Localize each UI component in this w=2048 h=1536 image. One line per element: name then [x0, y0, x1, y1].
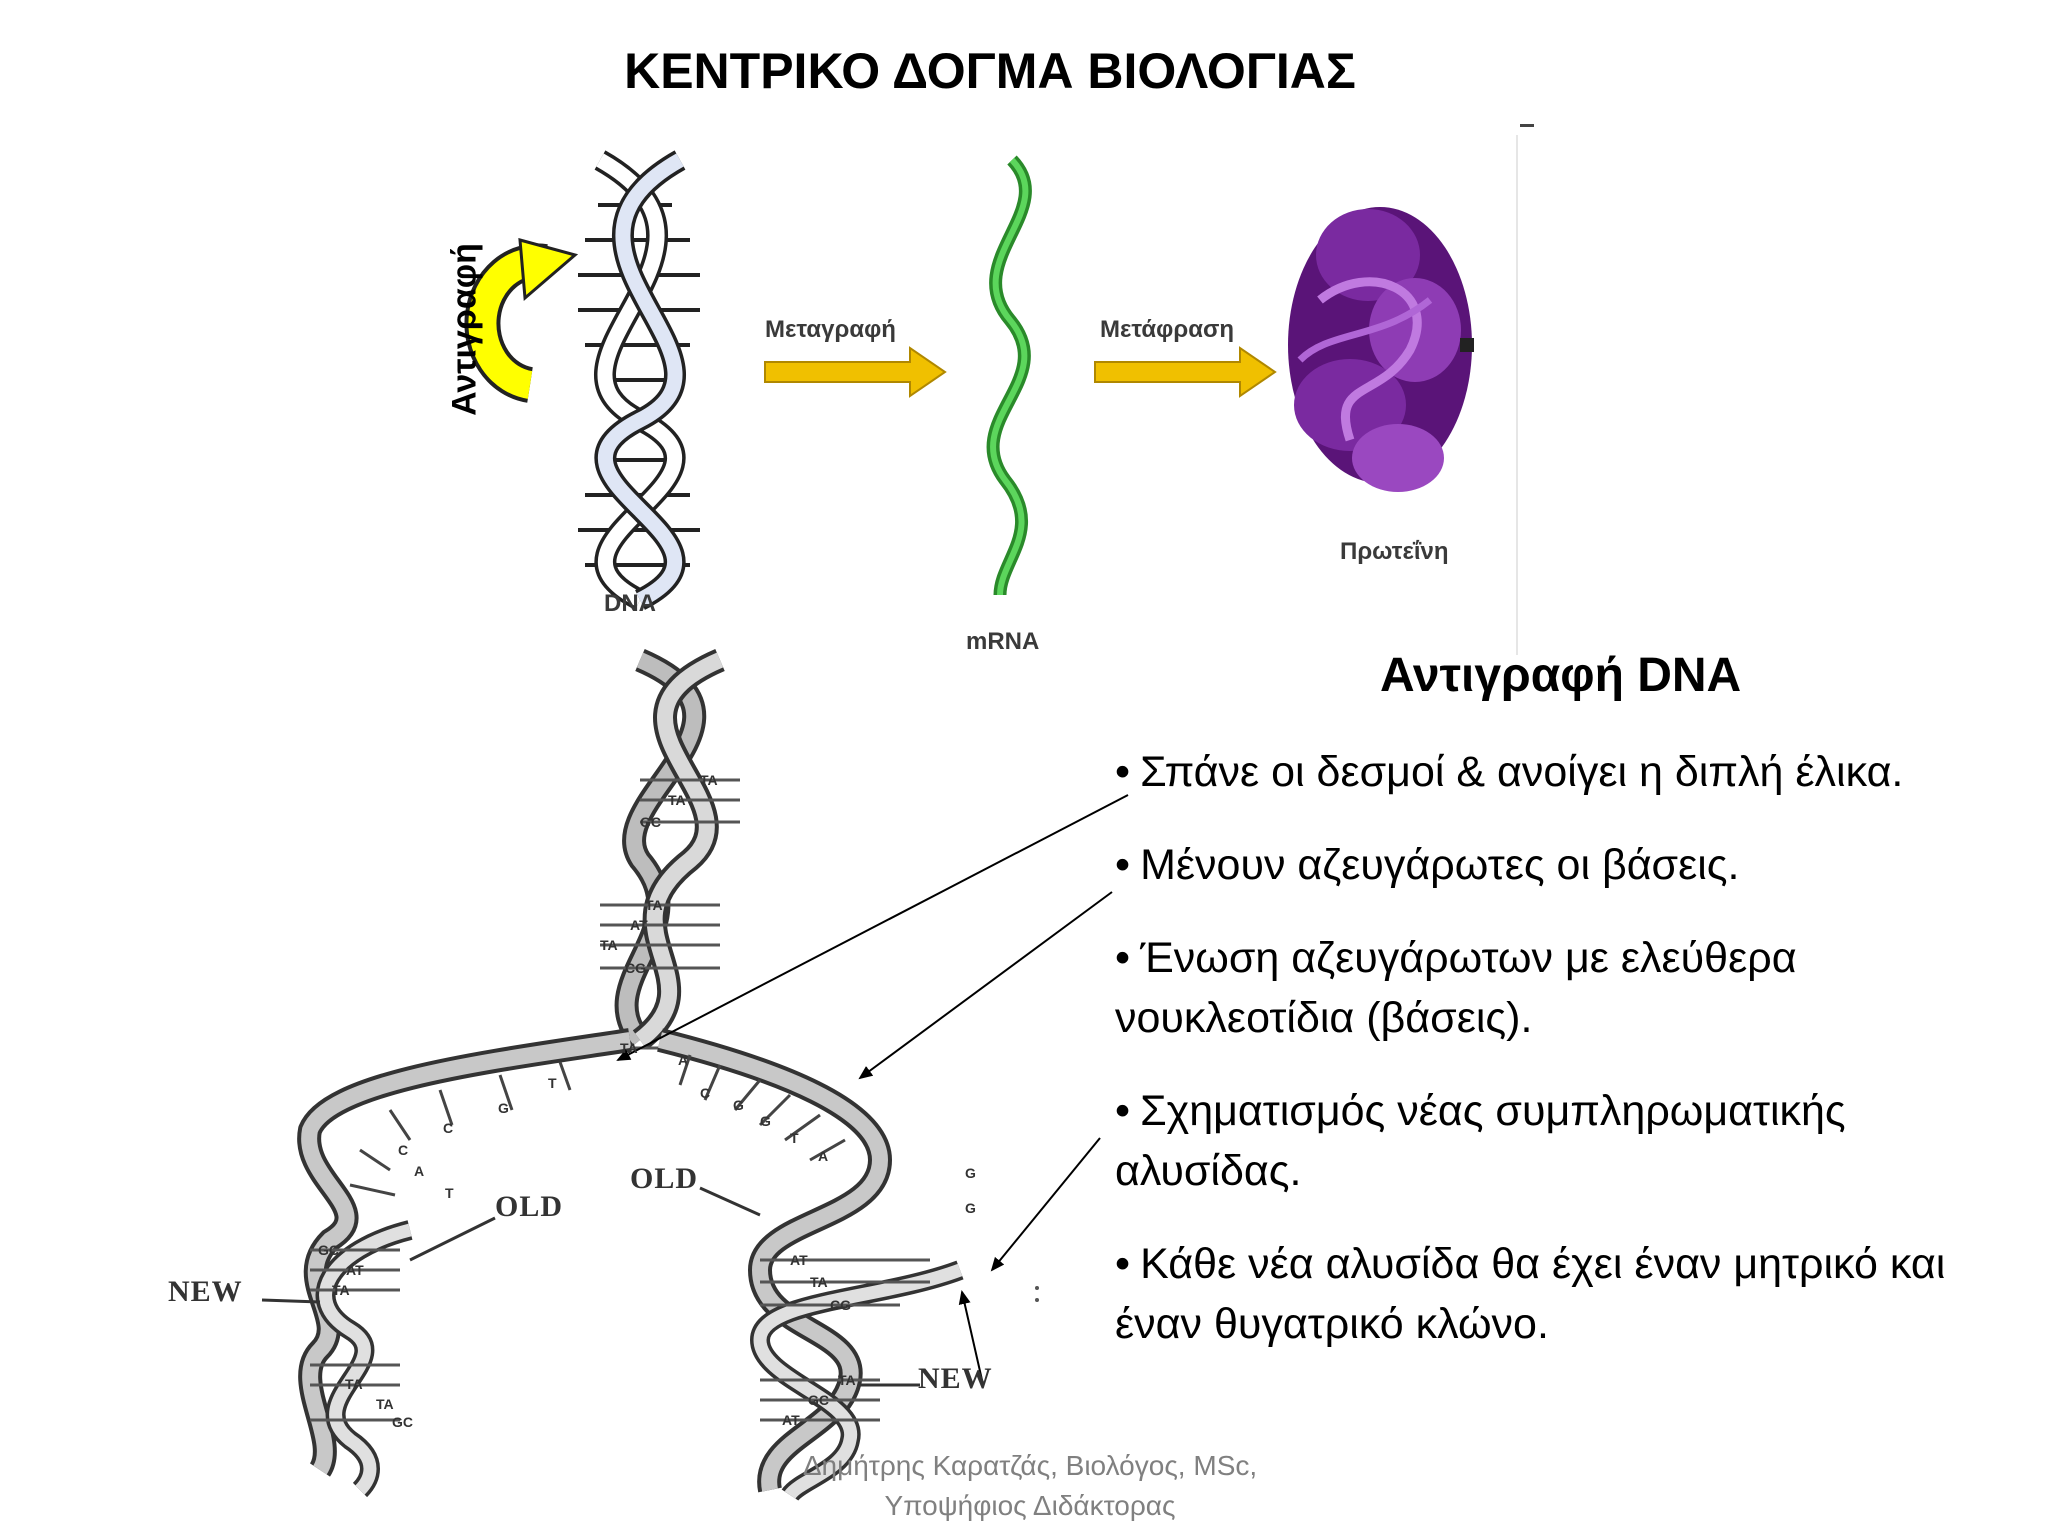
base-pair-label: GC: [640, 814, 661, 830]
base-label-right: G: [965, 1165, 976, 1181]
base-pair-label: TA: [600, 937, 618, 953]
pointer-arrow-2: [858, 891, 1113, 1080]
dot-mark: [1035, 1286, 1039, 1290]
bullet-item: Μένουν αζευγάρωτες οι βάσεις.: [1115, 835, 2035, 895]
replication-label: Αντιγραφή: [445, 243, 484, 416]
bullet-item: Κάθε νέα αλυσίδα θα έχει έναν μητρικό κα…: [1115, 1234, 2035, 1354]
lower-pair-label: GC: [318, 1242, 339, 1258]
base-label-left: G: [498, 1100, 509, 1116]
protein-structure: [1288, 207, 1474, 492]
replication-arrow: [464, 237, 579, 403]
base-label-left: T: [548, 1075, 557, 1091]
lower-pair-label: CG: [830, 1297, 851, 1313]
dna-helix: [578, 150, 700, 610]
base-label-right: T: [790, 1130, 799, 1146]
replication-bullet-list: Σπάνε οι δεσμοί & ανοίγει η διπλή έλικα.…: [1115, 742, 2035, 1387]
old-strand-label-left: OLD: [495, 1190, 564, 1223]
base-label-left: C: [398, 1142, 409, 1158]
base-label-right: A: [678, 1052, 689, 1068]
dna-label: DNA: [604, 590, 656, 617]
base-label-right: C: [700, 1085, 711, 1101]
old-strand-label-right: OLD: [630, 1162, 699, 1195]
lower-pair-label: TA: [345, 1376, 363, 1392]
footer-line-1: Δημήτρης Καρατζάς, Βιολόγος, MSc,: [802, 1450, 1258, 1481]
pointer-arrows: [616, 794, 1129, 1381]
footer-credit: Δημήτρης Καρατζάς, Βιολόγος, MSc, Υποψήφ…: [700, 1446, 1360, 1526]
lower-pair-label: TA: [838, 1372, 856, 1388]
base-pair-label: CG: [625, 960, 646, 976]
pointer-arrow-4: [958, 1290, 983, 1381]
mrna-label: mRNA: [966, 628, 1040, 655]
protein-label: Πρωτεΐνη: [1340, 538, 1449, 565]
replication-label-box: Αντιγραφή: [445, 230, 485, 430]
base-label-left: C: [443, 1120, 454, 1136]
translation-arrow: [1094, 346, 1277, 398]
replication-heading: Αντιγραφή DNA: [1380, 649, 1742, 702]
lower-rungs: [310, 1248, 930, 1422]
lower-pair-label: AT: [346, 1262, 364, 1278]
base-label-left: T: [445, 1185, 454, 1201]
transcription-label: Μεταγραφή: [765, 316, 896, 343]
bullet-text: Κάθε νέα αλυσίδα θα έχει έναν μητρικό κα…: [1115, 1240, 1946, 1348]
lower-pair-label: TA: [332, 1282, 350, 1298]
slide-title: ΚΕΝΤΡΙΚΟ ΔΟΓΜΑ ΒΙΟΛΟΓΙΑΣ: [624, 43, 1356, 99]
base-pair-label: TA: [668, 792, 686, 808]
new-strand-label-left: NEW: [168, 1275, 243, 1308]
base-label-left: A: [414, 1163, 425, 1179]
base-label-right: G: [733, 1097, 744, 1113]
base-label-right: G: [760, 1113, 771, 1129]
lower-pair-label: AT: [782, 1412, 800, 1428]
bullet-item: Ένωση αζευγάρωτων με ελεύθερα νουκλεοτίδ…: [1115, 928, 2035, 1048]
new-strand-label-right: NEW: [918, 1362, 993, 1395]
pointer-arrow-1: [616, 794, 1129, 1061]
base-pair-label: TA: [700, 772, 718, 788]
bullet-item: Σπάνε οι δεσμοί & ανοίγει η διπλή έλικα.: [1115, 742, 2035, 802]
base-pair-label: TA: [620, 1040, 638, 1056]
dot-mark: [1035, 1298, 1039, 1302]
lower-pair-label: GC: [392, 1414, 413, 1430]
bullet-item: Σχηματισμός νέας συμπληρωματικής αλυσίδα…: [1115, 1081, 2035, 1201]
right-base-ticks: [678, 1054, 846, 1162]
base-pair-label: TA: [645, 897, 663, 913]
bullet-text: Μένουν αζευγάρωτες οι βάσεις.: [1140, 841, 1740, 889]
lower-pair-label: AT: [790, 1252, 808, 1268]
footer-line-2: Υποψήφιος Διδάκτορας: [884, 1490, 1176, 1521]
left-base-ticks: [349, 1061, 572, 1197]
pointer-arrow-3: [990, 1137, 1101, 1272]
bullet-text: Σπάνε οι δεσμοί & ανοίγει η διπλή έλικα.: [1140, 748, 1904, 796]
base-pair-label: AT: [630, 917, 648, 933]
small-mark: [1520, 124, 1534, 127]
lower-pair-label: GC: [808, 1392, 829, 1408]
translation-label: Μετάφραση: [1100, 316, 1235, 343]
lower-pair-label: TA: [376, 1396, 394, 1412]
transcription-arrow: [764, 346, 947, 398]
bullet-text: Σχηματισμός νέας συμπληρωματικής αλυσίδα…: [1115, 1087, 1846, 1195]
mrna-strand: [986, 155, 1032, 596]
base-label-right: A: [818, 1148, 829, 1164]
bullet-text: Ένωση αζευγάρωτων με ελεύθερα νουκλεοτίδ…: [1115, 934, 1797, 1042]
replication-fork: [261, 648, 964, 1502]
base-label-right: G: [965, 1200, 976, 1216]
lower-pair-label: TA: [810, 1274, 828, 1290]
